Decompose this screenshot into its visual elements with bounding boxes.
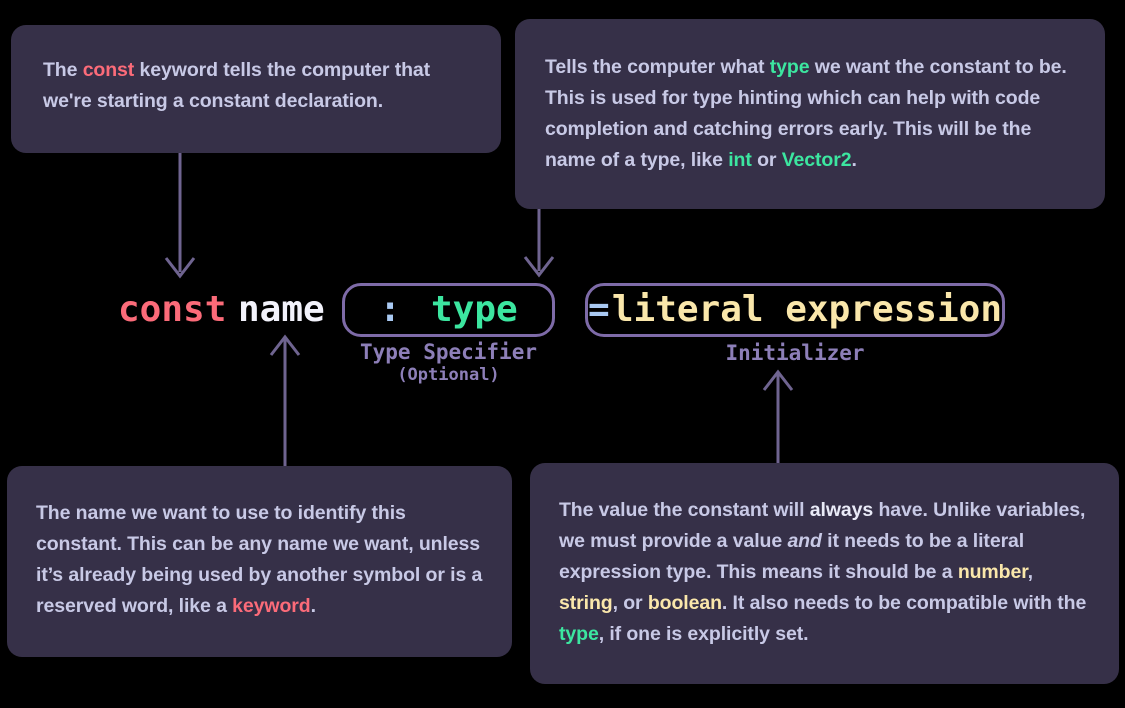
callout-text: The const keyword tells the computer tha… bbox=[43, 59, 431, 112]
initializer-group-content: = literal expression bbox=[588, 286, 1002, 334]
syntax-row: const name bbox=[0, 281, 1125, 341]
connector-type-to-type-specifier-icon bbox=[523, 205, 555, 278]
type-specifier-group-content: : type bbox=[345, 286, 552, 334]
initializer-callout: The value the constant will always have.… bbox=[530, 463, 1119, 684]
callout-text: The value the constant will always have.… bbox=[559, 499, 1087, 645]
initializer-group: = literal expression bbox=[585, 283, 1005, 337]
initializer-caption: Initializer bbox=[725, 341, 865, 365]
equals-punctuation: = bbox=[588, 289, 610, 330]
callout-text: Tells the computer what type we want the… bbox=[545, 56, 1067, 171]
syntax-token-name: name bbox=[238, 289, 325, 330]
type-specifier-group: : type bbox=[342, 283, 555, 337]
callout-text: The name we want to use to identify this… bbox=[36, 502, 483, 617]
type-specifier-optional-note: (Optional) bbox=[397, 365, 500, 385]
name-callout: The name we want to use to identify this… bbox=[7, 466, 512, 657]
const-keyword-callout: The const keyword tells the computer tha… bbox=[11, 25, 501, 153]
connector-const-to-keyword-icon bbox=[164, 150, 196, 279]
type-specifier-callout: Tells the computer what type we want the… bbox=[515, 19, 1105, 209]
syntax-token-const: const bbox=[118, 289, 227, 330]
syntax-token-literal-expression: literal expression bbox=[611, 289, 1002, 330]
connector-name-to-name-icon bbox=[269, 334, 301, 469]
connector-value-to-initializer-icon bbox=[762, 369, 794, 468]
colon-punctuation: : bbox=[379, 289, 401, 330]
type-specifier-caption: Type Specifier bbox=[359, 340, 537, 364]
syntax-token-type: type bbox=[430, 289, 518, 330]
